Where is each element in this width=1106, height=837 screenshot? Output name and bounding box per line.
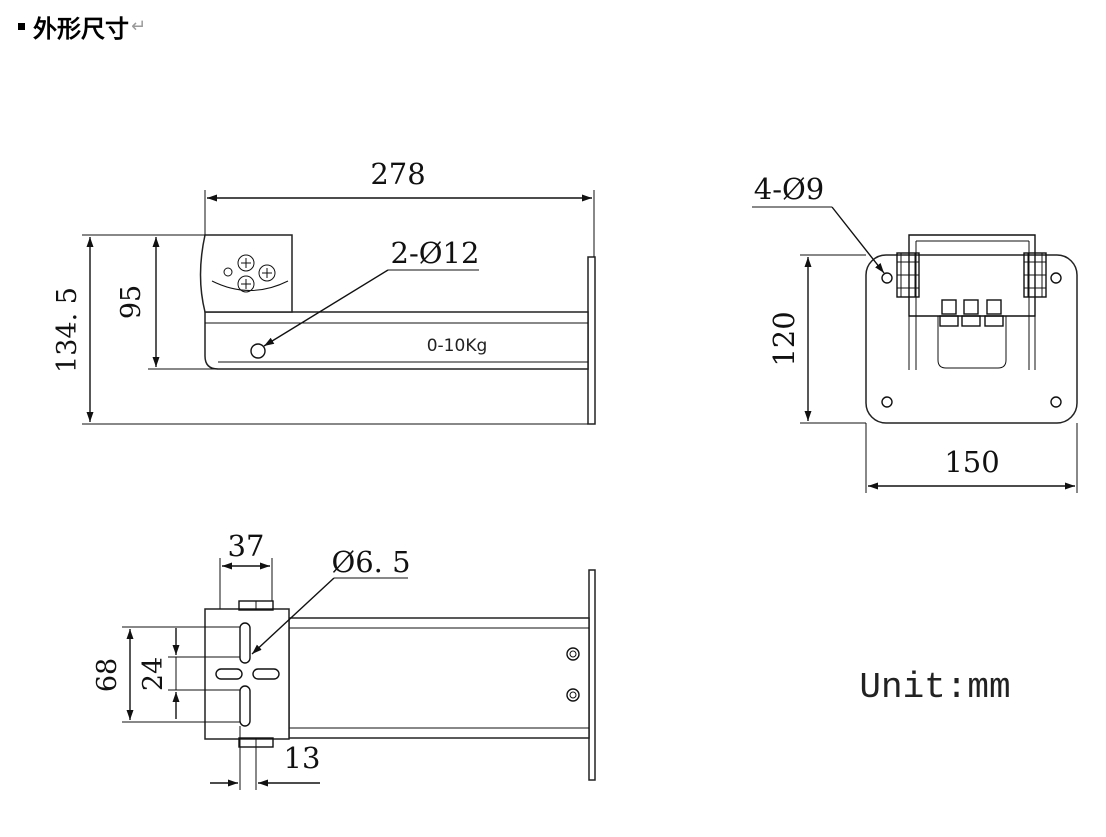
side-camera-head xyxy=(199,234,293,313)
load-rating-label: 0-10Kg xyxy=(427,336,488,356)
slot-leader-line xyxy=(251,577,335,655)
unit-label: Unit:mm xyxy=(859,667,1010,708)
slot-diameter-label: Ø6. 5 xyxy=(331,545,410,579)
upper-slot xyxy=(239,622,251,664)
section-heading: 外形尺寸 ↵ xyxy=(18,8,146,44)
section-title: 外形尺寸 xyxy=(33,14,129,43)
side-height-label: 134. 5 xyxy=(52,287,83,373)
left-slot xyxy=(215,668,243,680)
bullet-icon xyxy=(18,22,25,30)
side-hole-label: 2-Ø12 xyxy=(391,236,480,270)
top-width-label: 37 xyxy=(228,529,265,563)
side-wall-plate xyxy=(587,256,596,425)
top-view: 37 Ø6. 5 68 24 13 xyxy=(92,529,596,790)
top-wall-plate xyxy=(588,569,596,781)
right-slot xyxy=(252,668,280,680)
end-height-label: 120 xyxy=(767,311,801,366)
end-hole-label: 4-Ø9 xyxy=(754,172,824,206)
side-mount-height-label: 95 xyxy=(116,285,147,319)
side-width-label: 278 xyxy=(370,157,425,191)
top-height-label: 68 xyxy=(92,658,123,692)
slot-width-label: 13 xyxy=(284,741,321,775)
top-arm xyxy=(288,617,590,739)
hole-leader-line xyxy=(263,269,389,347)
end-hole-leader-line xyxy=(831,206,885,274)
side-view: 0-10Kg 278 134. 5 95 2-Ø12 xyxy=(52,157,596,425)
paragraph-return-icon: ↵ xyxy=(131,15,147,37)
side-arm xyxy=(204,311,589,370)
slot-spacing-label: 24 xyxy=(138,657,169,691)
top-mount-block xyxy=(204,608,290,740)
end-width-label: 150 xyxy=(944,445,999,479)
end-view: 120 150 4-Ø9 xyxy=(752,172,1078,493)
side-mount-hole xyxy=(250,343,266,359)
lower-slot xyxy=(239,685,251,727)
